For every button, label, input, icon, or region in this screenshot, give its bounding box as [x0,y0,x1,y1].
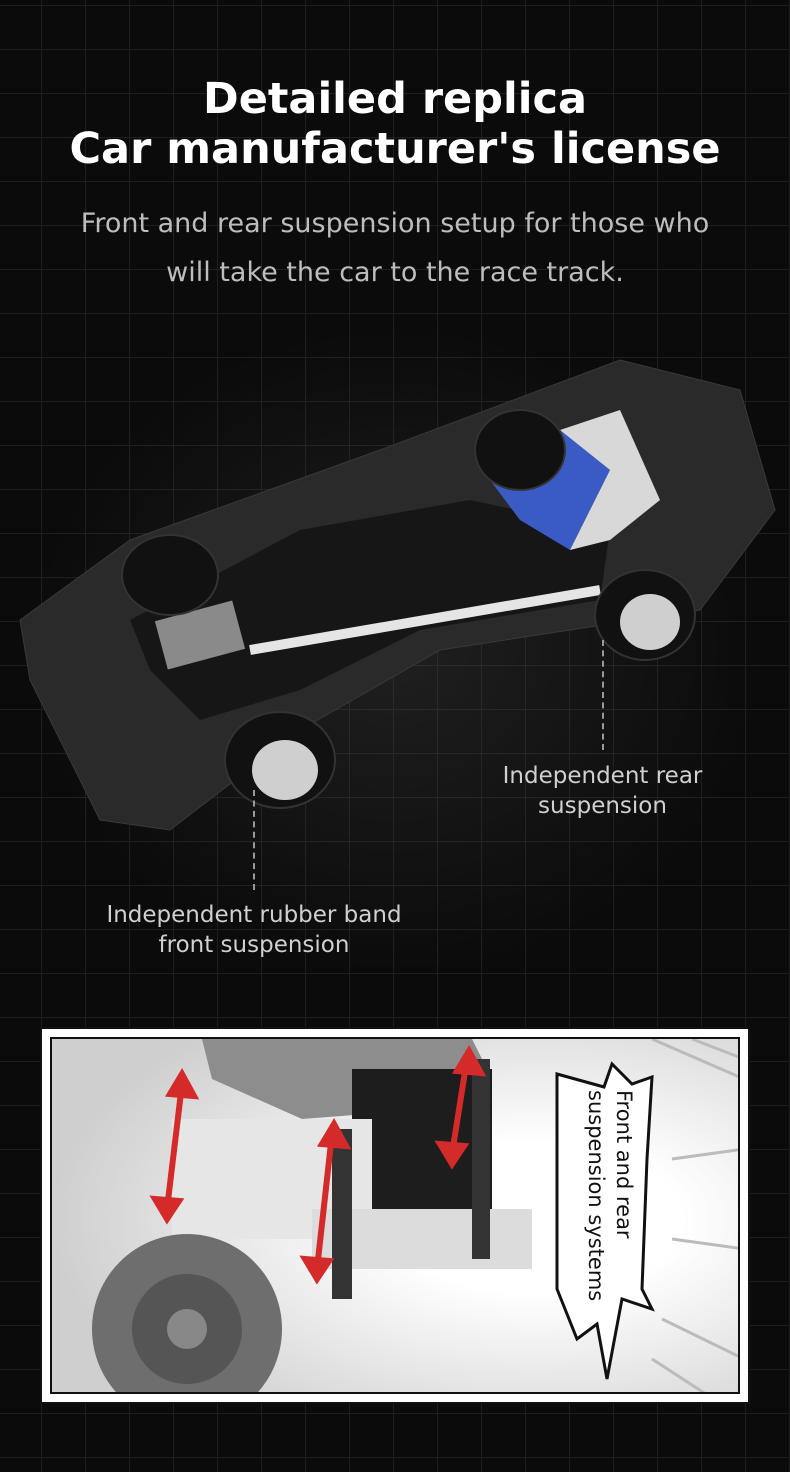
speed-lines [651,1039,738,1392]
suspension-closeup [52,1039,738,1392]
rim [252,594,680,800]
bubble-line-1: Front and rear [612,1090,636,1239]
shock-absorber [332,1059,490,1299]
rear-label-line-1: Independent rear [502,763,703,789]
rear-suspension-label: Independent rear suspension [470,761,735,821]
detail-image [50,1037,740,1394]
red-arrow-icon [149,1044,487,1285]
car-chassis [130,500,610,720]
subtitle-line-1: Front and rear suspension setup for thos… [80,208,710,239]
wheel [121,409,696,809]
title-line-2: Car manufacturer's license [69,124,721,174]
hood-white [560,410,660,550]
rear-callout-line [602,640,604,750]
speech-bubble [555,1061,655,1380]
car-model-image [19,359,776,831]
engine-block [154,600,246,670]
front-label-line-2: front suspension [158,932,350,958]
rear-label-line-2: suspension [538,793,667,819]
front-suspension-label: Independent rubber band front suspension [80,900,428,960]
bubble-line-2: suspension systems [584,1090,608,1302]
title-line-1: Detailed replica [203,74,587,124]
front-label-line-1: Independent rubber band [106,902,402,928]
subtitle-line-2: will take the car to the race track. [166,257,624,288]
chassis-beam [249,585,601,655]
speech-bubble-text: Front and rear suspension systems [582,1090,638,1301]
front-callout-line [253,790,255,890]
suspension-detail-panel [40,1027,750,1404]
